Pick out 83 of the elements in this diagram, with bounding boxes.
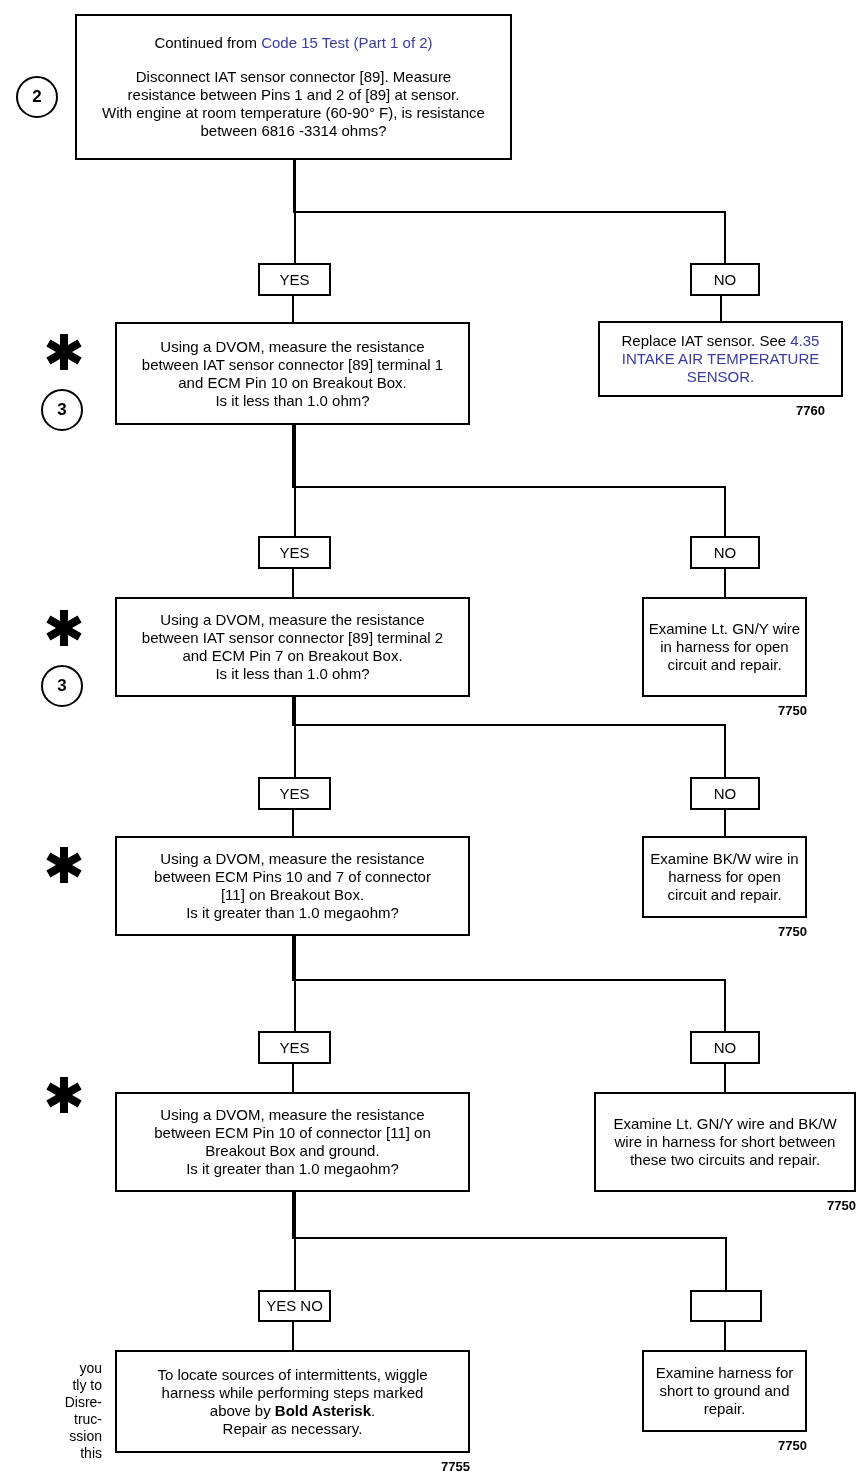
- node-text: Using a DVOM, measure the resistance between ECM Pins 10 and 7 of connector [11] on Breakout Box.: [153, 850, 432, 904]
- answer-box: [690, 263, 760, 296]
- figure-number: 7760: [795, 402, 825, 420]
- step-box: [642, 1350, 807, 1432]
- step-box: [115, 1350, 470, 1453]
- connector-line: [292, 696, 726, 778]
- connector-line: [724, 1321, 726, 1351]
- connector-line: [294, 159, 296, 264]
- connector-line: [292, 809, 294, 837]
- node-text: NO: [713, 784, 737, 803]
- connector-line: [724, 1063, 726, 1093]
- node-text: NO: [713, 270, 737, 289]
- node-text: Examine Lt. GN/Y wire in harness for open circuit and repair.: [648, 620, 801, 674]
- answer-box: [258, 536, 331, 569]
- node-text: Using a DVOM, measure the resistance between IAT sensor connector [89] terminal 2 and ECM Pin 7 on Breakout Box.: [141, 611, 444, 665]
- step-box: [75, 14, 512, 160]
- answer-box: [258, 263, 331, 296]
- node-text: YES: [279, 543, 310, 562]
- connector-line: [724, 809, 726, 837]
- answer-box: [690, 536, 760, 569]
- node-text: Is it greater than 1.0 megaohm?: [186, 904, 399, 922]
- node-text: Repair as necessary.: [222, 1419, 363, 1438]
- connector-line: [294, 935, 296, 1032]
- node-text: Is it less than 1.0 ohm?: [215, 391, 370, 410]
- note-text-fragment: truc-: [74, 1411, 102, 1428]
- node-text: With engine at room temperature (60-90° F), is resistance between 6816 -3314 ohms?: [101, 104, 486, 140]
- answer-box: [258, 777, 331, 810]
- connector-line: [294, 696, 296, 778]
- node-text: Using a DVOM, measure the resistance between ECM Pin 10 of connector [11] on Breakout Box and ground.: [153, 1106, 432, 1160]
- node-text: Examine Lt. GN/Y wire and BK/W wire in harness for short between these two circuits and repair.: [612, 1115, 838, 1169]
- node-text: Is it less than 1.0 ohm?: [215, 665, 370, 683]
- note-text-fragment: tly to: [72, 1377, 102, 1394]
- node-text: YES: [279, 784, 310, 803]
- step-box: [115, 597, 470, 697]
- note-text-fragment: ssion: [69, 1428, 102, 1445]
- step-box: [594, 1092, 856, 1192]
- node-text: 3: [57, 675, 67, 697]
- connector-line: [292, 1191, 727, 1291]
- node-text: To locate sources of intermittents, wiggle harness while performing steps marked above by Bold Asterisk.: [156, 1365, 429, 1420]
- empty-box: [690, 1290, 762, 1322]
- node-text: Examine BK/W wire in harness for open circuit and repair.: [649, 850, 800, 904]
- connector-line: [724, 568, 726, 598]
- step-box: [642, 597, 807, 697]
- connector-line: [292, 568, 294, 598]
- connector-line: [292, 424, 726, 537]
- answer-box: [690, 1031, 760, 1064]
- connector-line: [294, 424, 296, 537]
- node-text: 3: [57, 399, 67, 421]
- node-text: Replace IAT sensor. See 4.35 INTAKE AIR TEMPERATURE SENSOR.: [620, 332, 821, 386]
- connector-line: [292, 295, 294, 323]
- step-box: [115, 1092, 470, 1192]
- connector-line: [720, 295, 722, 322]
- node-text: Examine harness for short to ground and repair.: [654, 1364, 795, 1418]
- node-text: Using a DVOM, measure the resistance between IAT sensor connector [89] terminal 1 and ECM Pin 10 on Breakout Box.: [141, 337, 444, 392]
- figure-number: 7750: [826, 1197, 856, 1215]
- figure-number: 7750: [777, 1437, 807, 1455]
- connector-line: [292, 1063, 294, 1093]
- answer-box: [690, 777, 760, 810]
- answer-box: [258, 1031, 331, 1064]
- node-text: NO: [713, 543, 737, 562]
- step-box: [598, 321, 843, 397]
- answer-box: [258, 1290, 331, 1322]
- step-box: [642, 836, 807, 918]
- connector-line: [293, 159, 726, 264]
- node-text: NO: [713, 1038, 737, 1057]
- connector-line: [292, 1321, 294, 1351]
- step-box: [115, 836, 470, 936]
- figure-number: 7750: [777, 923, 807, 941]
- connector-line: [292, 935, 726, 1032]
- node-text: 2: [32, 86, 42, 108]
- node-text: YES: [279, 270, 310, 289]
- node-text: YES NO: [266, 1297, 323, 1315]
- node-text: Is it greater than 1.0 megaohm?: [186, 1160, 399, 1178]
- node-text: YES: [279, 1038, 310, 1057]
- node-text: Disconnect IAT sensor connector [89]. Measure resistance between Pins 1 and 2 of [89] at sensor.: [126, 68, 461, 104]
- figure-number: 7750: [777, 702, 807, 720]
- note-text-fragment: you: [79, 1360, 102, 1377]
- note-text-fragment: Disre-: [64, 1394, 102, 1411]
- step-box: [115, 322, 470, 425]
- node-text: Continued from Code 15 Test (Part 1 of 2): [154, 34, 433, 52]
- connector-line: [294, 1191, 296, 1291]
- note-text-fragment: this: [80, 1445, 102, 1462]
- figure-number: 7755: [440, 1458, 470, 1476]
